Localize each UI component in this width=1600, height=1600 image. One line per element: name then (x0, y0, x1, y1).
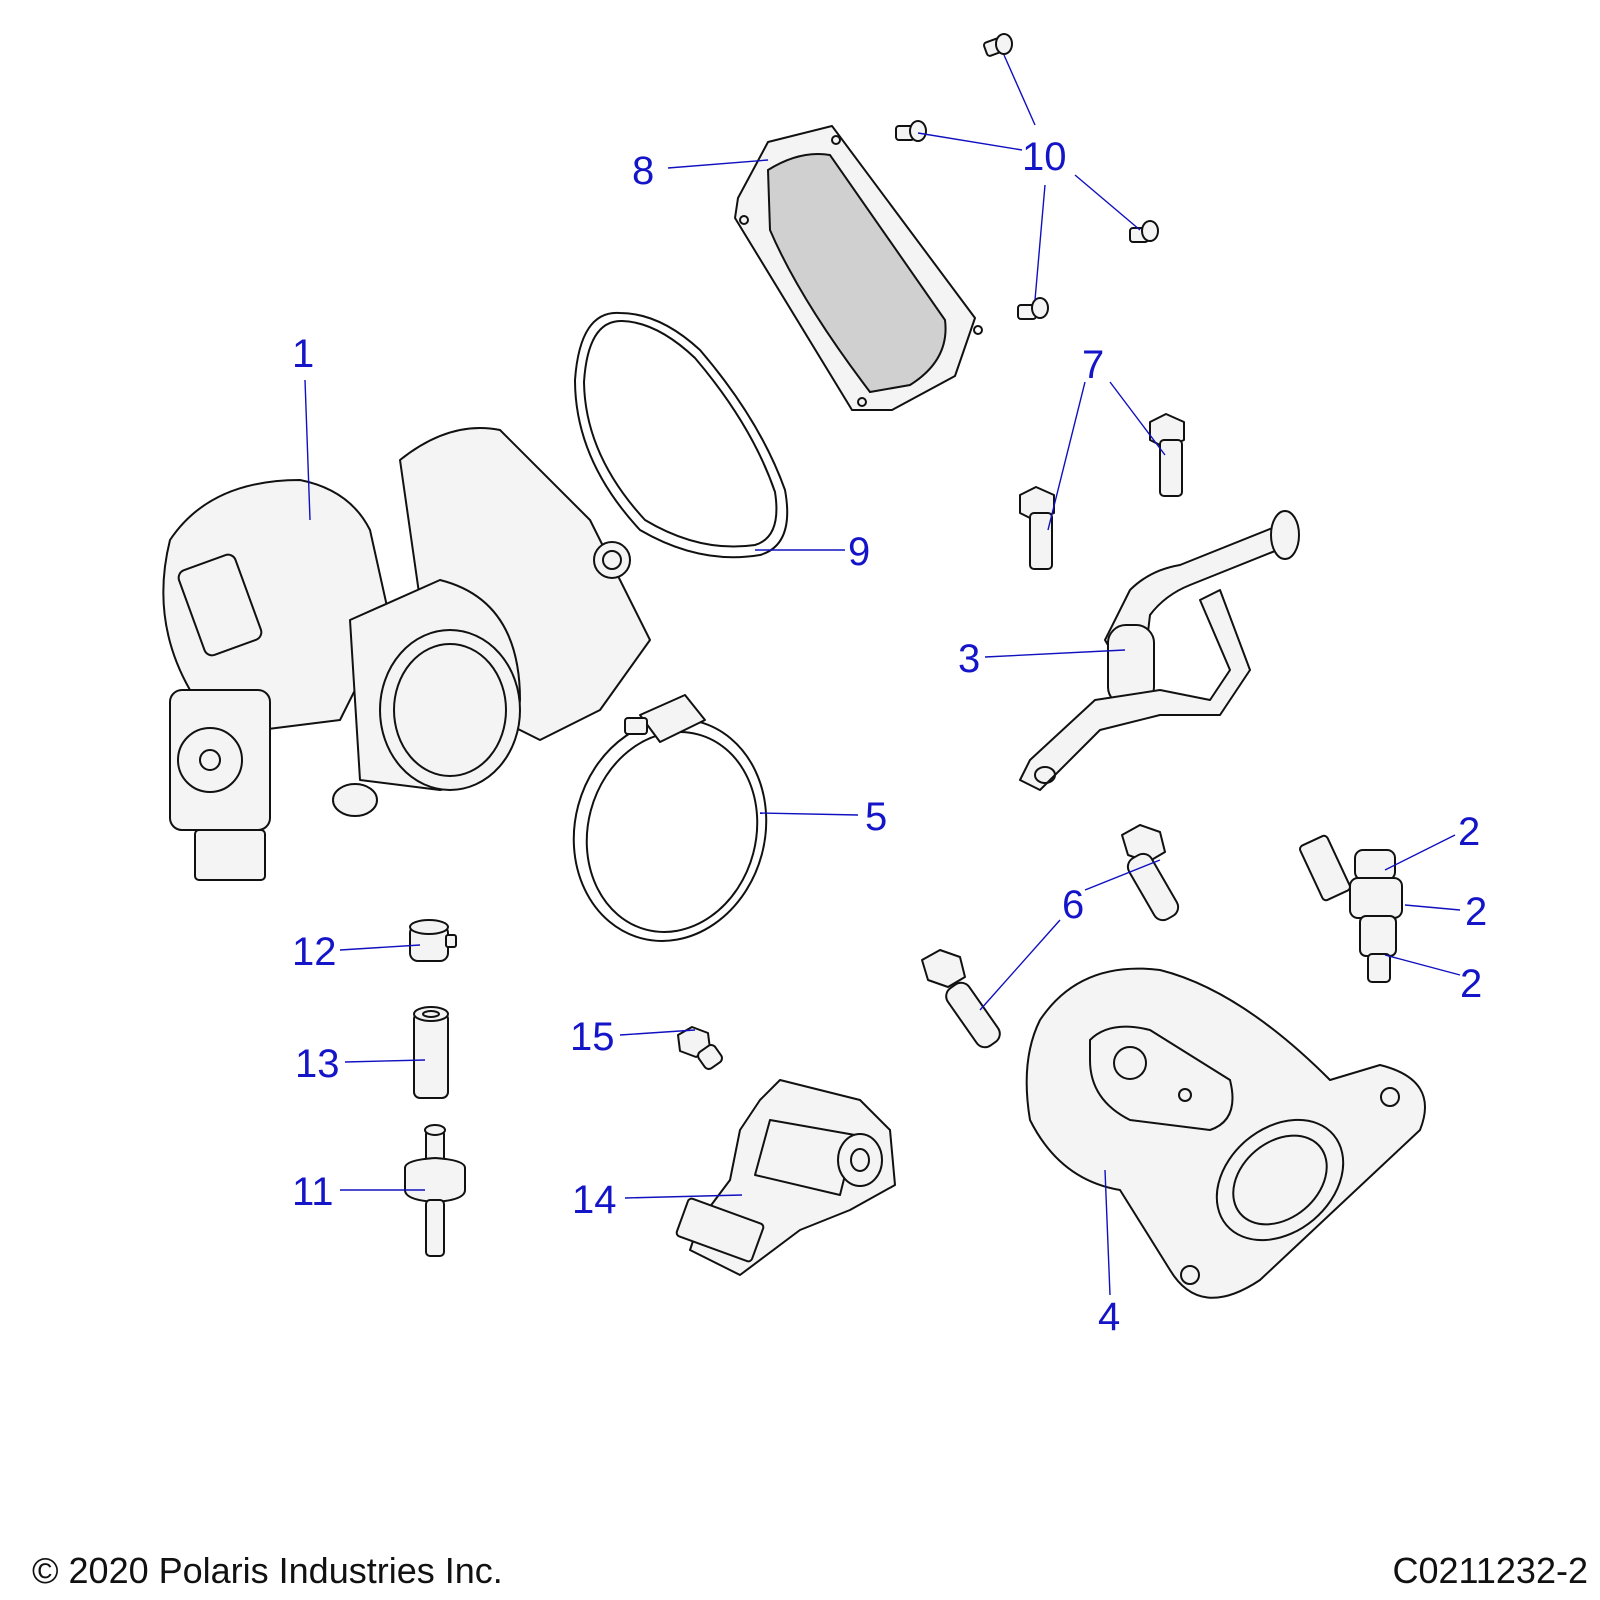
part-14-map-sensor (675, 1079, 896, 1276)
leader-6b (979, 919, 1061, 1011)
callout-4: 4 (1098, 1295, 1120, 1339)
leader-12 (339, 944, 421, 951)
leader-7a (1047, 381, 1086, 531)
leader-lines (304, 54, 1461, 1296)
callout-3: 3 (958, 637, 980, 681)
callout-10: 10 (1022, 135, 1067, 179)
leader-1 (304, 379, 311, 521)
callout-9: 9 (848, 530, 870, 574)
part-5-clamp (572, 694, 768, 942)
leader-2a (1384, 834, 1456, 871)
part-6-bolts (921, 824, 1180, 1049)
callout-11: 11 (292, 1170, 334, 1214)
leader-3 (984, 649, 1126, 658)
copyright-notice: © 2020 Polaris Industries Inc. (32, 1550, 503, 1591)
leader-10a (1003, 54, 1036, 126)
leader-7b (1109, 381, 1166, 456)
callout-2-bottom: 2 (1460, 962, 1482, 1006)
screw-10d (1017, 297, 1049, 320)
callout-14: 14 (572, 1178, 617, 1222)
leader-15 (619, 1029, 696, 1036)
leader-8 (667, 159, 769, 169)
bolt-7b (1149, 413, 1185, 497)
part-13-hose (413, 1006, 449, 1099)
callout-7: 7 (1082, 343, 1104, 387)
leader-13 (344, 1059, 426, 1063)
part-2-fuel-injector (1299, 834, 1403, 983)
part-4-intake-adapter (1025, 967, 1426, 1299)
leader-5 (759, 812, 859, 816)
leader-10b (917, 132, 1023, 151)
callout-2-top: 2 (1458, 810, 1480, 854)
callout-1: 1 (292, 332, 314, 376)
callout-13: 13 (295, 1042, 340, 1086)
part-11-check-valve (404, 1124, 466, 1257)
callouts: 1 2 2 2 3 4 5 6 7 8 9 10 11 12 13 14 15 (292, 135, 1487, 1339)
part-12-hose-clip (409, 919, 457, 962)
callout-8: 8 (632, 149, 654, 193)
leader-10d (1034, 184, 1046, 301)
drawing-number: C0211232-2 (1392, 1550, 1589, 1591)
callout-15: 15 (570, 1015, 615, 1059)
leader-14 (624, 1194, 743, 1199)
leader-2c (1384, 954, 1461, 976)
part-15-screw (677, 1026, 723, 1070)
callout-12: 12 (292, 930, 337, 974)
bolt-6a (1121, 824, 1180, 922)
screw-10a (982, 33, 1013, 57)
screw-10b (895, 120, 927, 142)
part-3-fuel-rail (1019, 510, 1300, 791)
screw-10c (1129, 220, 1159, 243)
part-8-cover-plate (734, 125, 983, 411)
callout-2-middle: 2 (1465, 890, 1487, 934)
leader-10c (1074, 174, 1141, 231)
callout-5: 5 (865, 795, 887, 839)
part-9-gasket (573, 311, 789, 559)
part-1-throttle-body (162, 427, 651, 881)
leader-6a (1084, 859, 1161, 891)
callout-6: 6 (1062, 883, 1084, 927)
part-7-bolts (1019, 413, 1185, 570)
part-10-screws (895, 33, 1159, 320)
leader-2b (1404, 904, 1461, 911)
leader-4 (1104, 1169, 1111, 1296)
bolt-6b (921, 949, 1001, 1049)
bolt-7a (1019, 486, 1055, 570)
